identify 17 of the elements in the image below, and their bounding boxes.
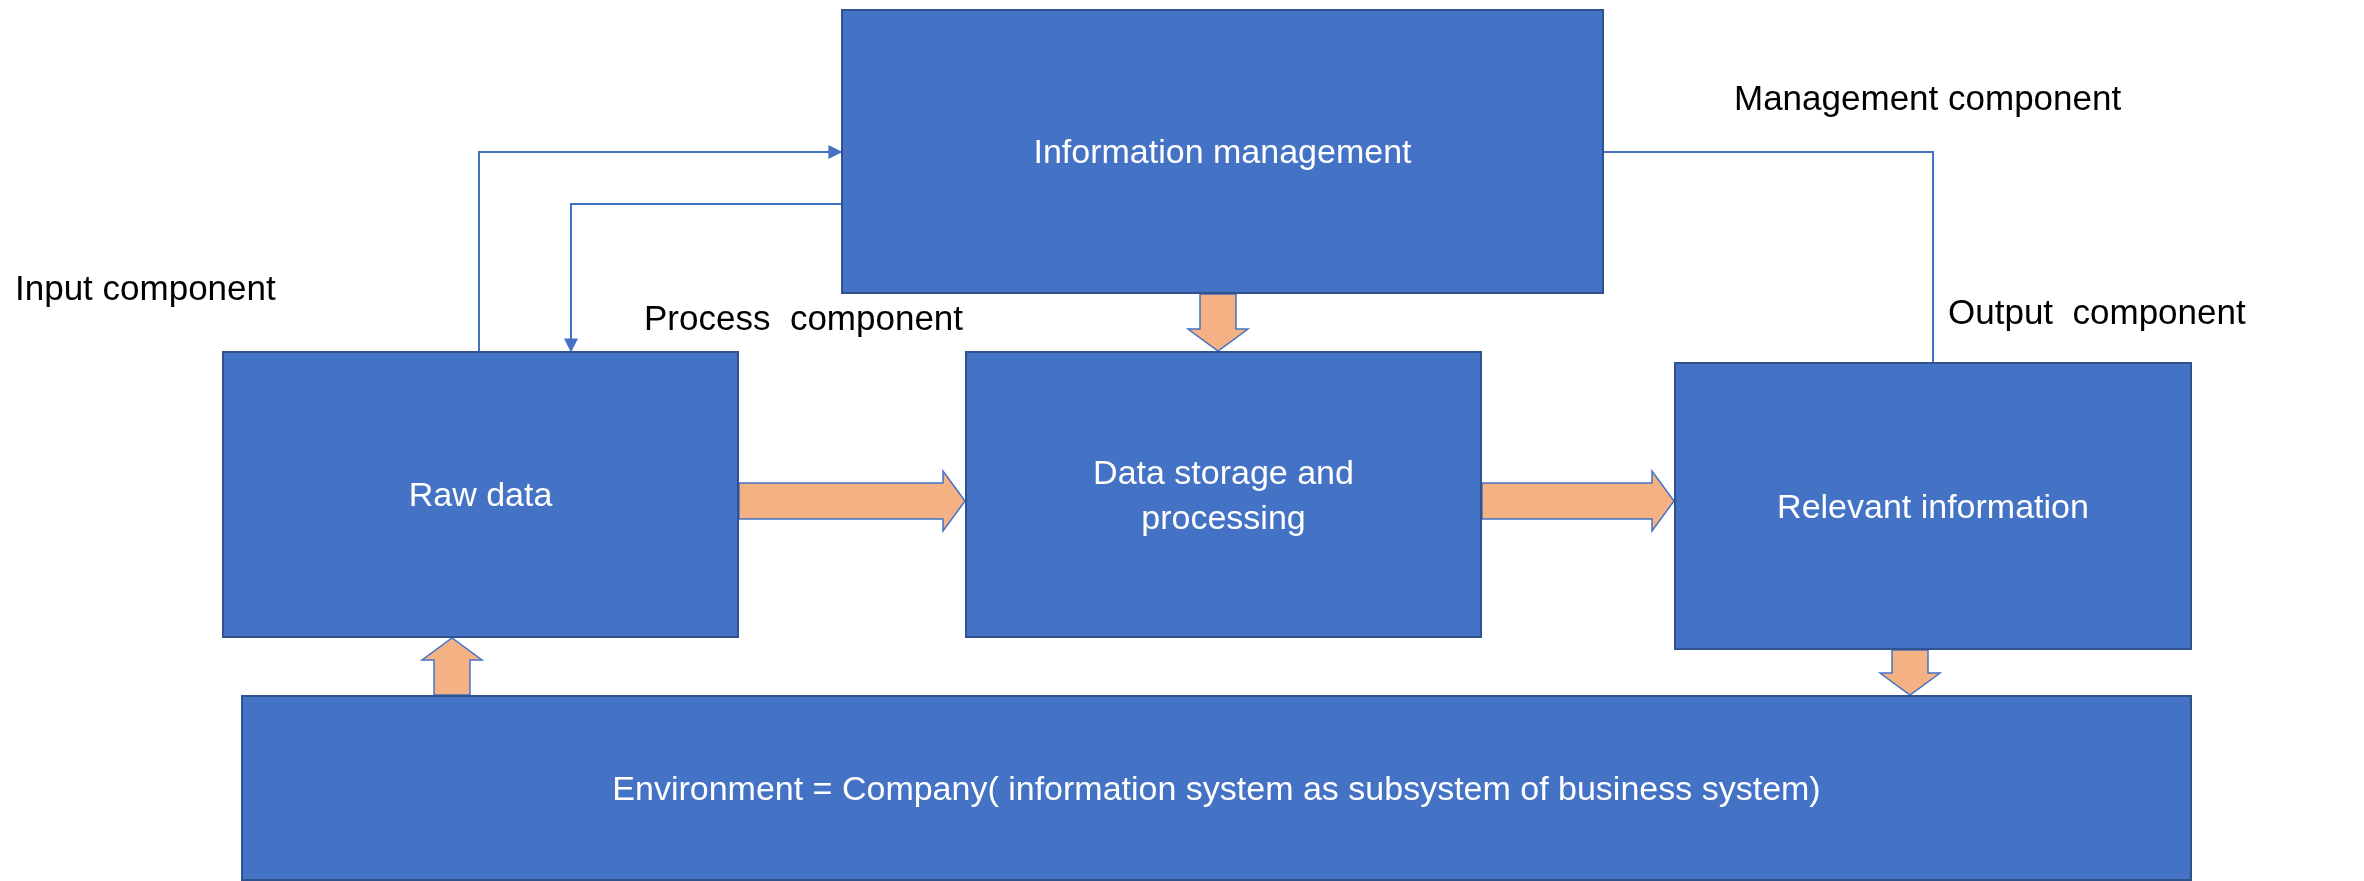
process-box: Relevant information: [1674, 362, 2192, 650]
block-arrow: [1481, 468, 1675, 534]
process-box: Raw data: [222, 351, 739, 638]
connector-line: [1603, 151, 1934, 363]
component-label: Input component: [15, 268, 276, 308]
process-box: Data storage and processing: [965, 351, 1482, 638]
arrow: [478, 145, 843, 352]
block-arrow: [738, 468, 966, 534]
component-label: Process component: [644, 298, 964, 338]
arrow: [564, 203, 842, 353]
component-label: Management component: [1734, 78, 2122, 118]
block-arrow: [419, 637, 485, 696]
block-arrow: [1185, 293, 1251, 352]
component-label: Output component: [1948, 292, 2246, 332]
process-box: Environment = Company( information system as subsystem of business system): [241, 695, 2192, 881]
block-arrow: [1877, 649, 1943, 696]
process-box: Information management: [841, 9, 1604, 294]
